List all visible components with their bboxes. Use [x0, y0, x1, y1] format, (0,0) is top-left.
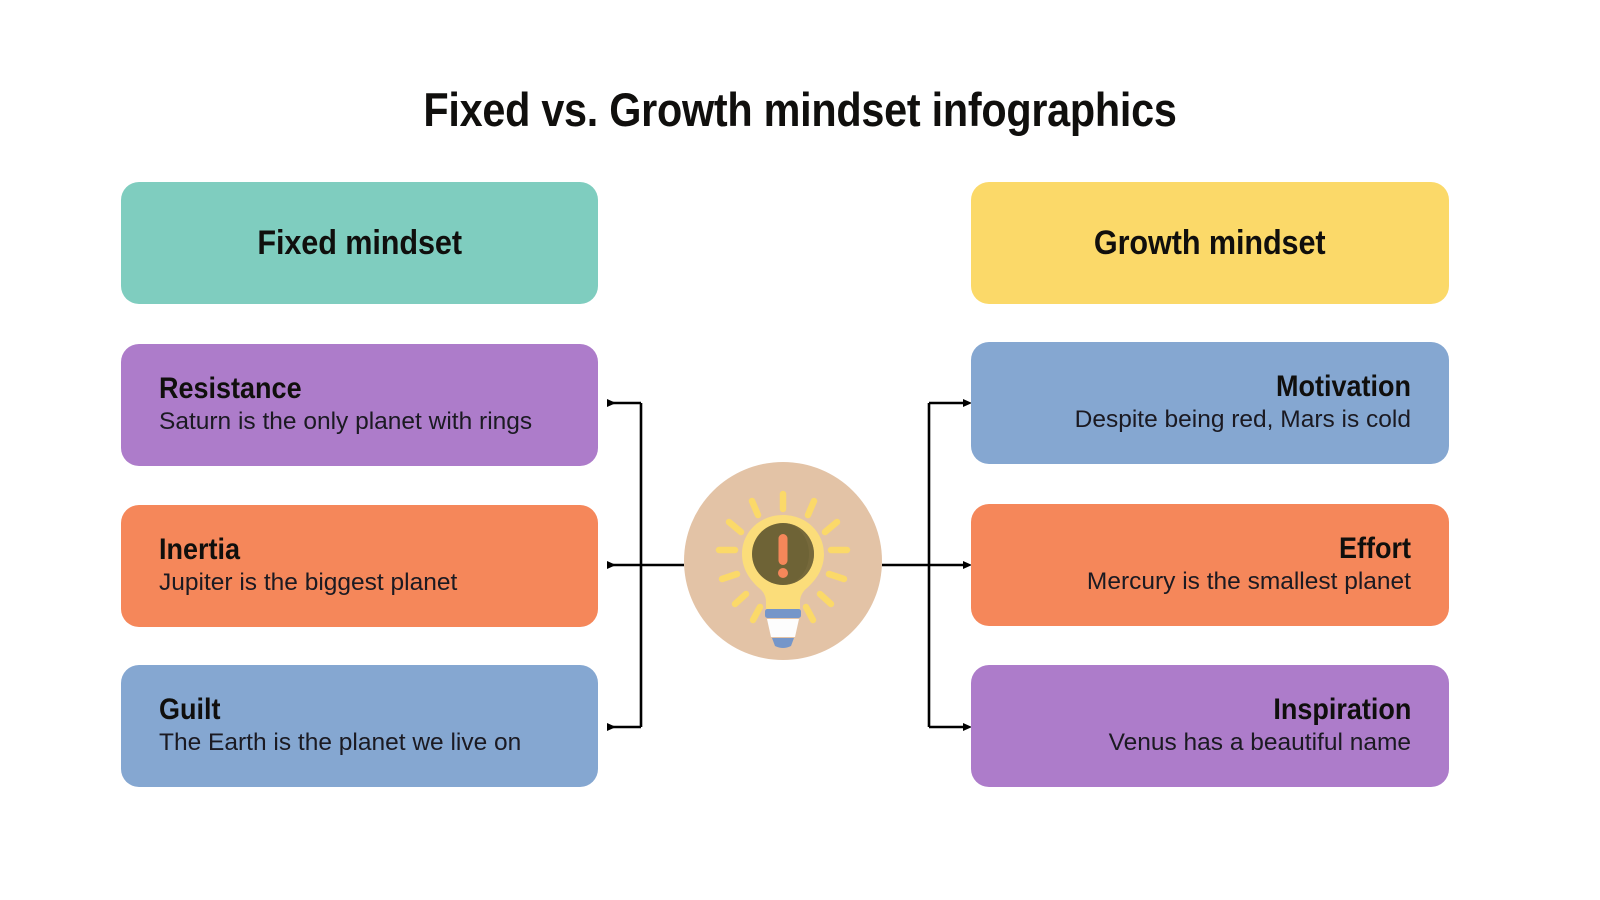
card-body-motivation: Despite being red, Mars is cold	[1074, 406, 1411, 434]
exclamation-dot	[778, 568, 788, 578]
card-title-effort: Effort	[1339, 531, 1411, 565]
header-label-growth-mindset: Growth mindset	[1094, 223, 1326, 262]
card-title-motivation: Motivation	[1276, 369, 1411, 403]
card-title-inertia: Inertia	[159, 532, 241, 566]
card-inertia[interactable]: Inertia Jupiter is the biggest planet	[121, 505, 598, 627]
card-body-resistance: Saturn is the only planet with rings	[159, 408, 533, 436]
card-title-resistance: Resistance	[159, 371, 302, 405]
card-body-inertia: Jupiter is the biggest planet	[159, 569, 458, 597]
card-guilt[interactable]: Guilt The Earth is the planet we live on	[121, 665, 598, 787]
card-body-effort: Mercury is the smallest planet	[1086, 568, 1411, 596]
bulb-inner-shade	[783, 523, 814, 585]
bulb-base-body	[767, 619, 799, 637]
header-card-growth-mindset[interactable]: Growth mindset	[971, 182, 1449, 304]
card-body-guilt: The Earth is the planet we live on	[159, 729, 522, 757]
card-title-inspiration: Inspiration	[1272, 692, 1411, 726]
connector-group-left	[607, 399, 684, 731]
card-title-guilt: Guilt	[159, 692, 221, 726]
center-lightbulb-badge	[684, 462, 882, 660]
card-resistance[interactable]: Resistance Saturn is the only planet wit…	[121, 344, 598, 466]
card-motivation[interactable]: Motivation Despite being red, Mars is co…	[971, 342, 1449, 464]
connector-group-right	[882, 399, 972, 731]
exclamation-stem	[778, 534, 788, 565]
bulb-base-cap	[772, 638, 794, 648]
bulb-rays-icon	[715, 490, 851, 624]
card-body-inspiration: Venus has a beautiful name	[1108, 729, 1411, 757]
card-effort[interactable]: Effort Mercury is the smallest planet	[971, 504, 1449, 626]
header-label-fixed-mindset: Fixed mindset	[257, 223, 462, 262]
lightbulb-exclamation-icon	[684, 462, 882, 660]
bulb-base-band	[765, 609, 801, 618]
card-inspiration[interactable]: Inspiration Venus has a beautiful name	[971, 665, 1449, 787]
header-card-fixed-mindset[interactable]: Fixed mindset	[121, 182, 598, 304]
page-title: Fixed vs. Growth mindset infographics	[423, 83, 1177, 136]
